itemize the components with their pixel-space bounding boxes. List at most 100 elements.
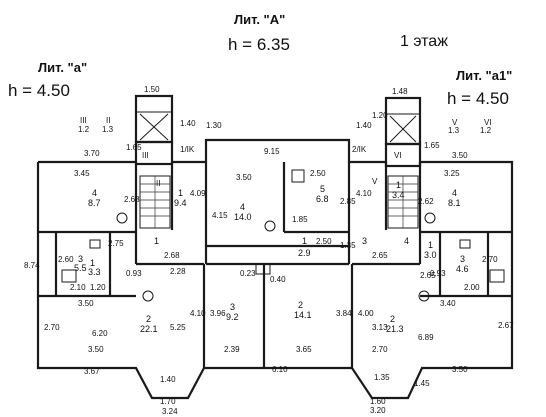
room-num: 2: [146, 314, 151, 324]
room-area: 2.9: [298, 248, 311, 258]
room-labels: 4 8.7 1 3 5.5 1 3.3 2 22.1 1 9.4 4 14.0 …: [74, 180, 469, 334]
dim: 2.00: [464, 283, 480, 292]
room-num: 3: [230, 302, 235, 312]
dim: 1.35: [374, 373, 390, 382]
dim: 1.30: [206, 121, 222, 130]
dimension-labels: 1.50 1.40 1.30 1.65 3.70 9.15 1.48 1.40 …: [24, 85, 514, 416]
room-area: 21.3: [386, 324, 404, 334]
dim: 2.70: [44, 323, 60, 332]
room-area: 6.8: [316, 194, 329, 204]
dim: 3.84: [336, 309, 352, 318]
dim: 3.50: [236, 173, 252, 182]
height-a-main: h = 6.35: [228, 35, 290, 54]
dim: 2.85: [340, 197, 356, 206]
room-num: 4: [452, 188, 457, 198]
right-tower: [384, 96, 422, 168]
room-area: 5.5: [74, 263, 87, 273]
dim: 2.50: [316, 237, 332, 246]
stair-label: VI: [394, 151, 402, 160]
dim: 8.74: [24, 261, 40, 270]
dim: 3.96: [210, 309, 226, 318]
dim: 1.48: [392, 87, 408, 96]
stair-label: 1/IK: [180, 145, 195, 154]
lit-a1-right-label: Лит. "а1": [456, 68, 512, 83]
right-stairs: [387, 175, 419, 229]
section-mark-ii-sub: 1.3: [102, 125, 114, 134]
room-area: 4.6: [456, 264, 469, 274]
room-area: 3.4: [392, 190, 405, 200]
room-num: 3: [78, 254, 83, 264]
dim: 2.70: [482, 255, 498, 264]
lit-a-main-label: Лит. "А": [234, 12, 285, 27]
fixtures: [61, 169, 505, 302]
room-area: 3.3: [88, 267, 101, 277]
dim: 1.40: [180, 119, 196, 128]
dim: 4.10: [190, 309, 206, 318]
stair-label: V: [372, 177, 378, 186]
room-num: 1: [178, 188, 183, 198]
room-num: 2: [390, 314, 395, 324]
room-num: 4: [92, 188, 97, 198]
dim: 9.15: [264, 147, 280, 156]
room-area: 8.1: [448, 198, 461, 208]
dim: 2.65: [372, 251, 388, 260]
outer-walls: [36, 138, 514, 400]
dim: 2.62: [418, 197, 434, 206]
dim: 3.50: [452, 151, 468, 160]
dim: 0.40: [270, 275, 286, 284]
dim: 5.25: [170, 323, 186, 332]
dim: 3.50: [452, 365, 468, 374]
dim: 3.24: [162, 407, 178, 416]
dim: 2.68: [164, 251, 180, 260]
dim: 2.10: [70, 283, 86, 292]
dim: 6.20: [92, 329, 108, 338]
dim: 2.50: [310, 169, 326, 178]
dim: 1.85: [292, 215, 308, 224]
room-num: 4: [404, 236, 409, 246]
section-mark-v: V: [452, 118, 458, 127]
dim: 3.13: [372, 323, 388, 332]
room-num: 1: [428, 240, 433, 250]
lit-a-left-label: Лит. "а": [38, 60, 87, 75]
dim: 3.25: [444, 169, 460, 178]
dim: 2.65: [420, 271, 436, 280]
section-mark-iii: III: [80, 116, 87, 125]
dim: 3.65: [296, 345, 312, 354]
room-area: 14.0: [234, 212, 252, 222]
left-tower: [134, 94, 174, 166]
room-area: 9.4: [174, 198, 187, 208]
section-mark-vi: VI: [484, 118, 492, 127]
dim: 1.20: [372, 111, 388, 120]
dim: 0.93: [430, 269, 446, 278]
dim: 4.00: [358, 309, 374, 318]
room-area: 9.2: [226, 312, 239, 322]
dim: 1.50: [144, 85, 160, 94]
stair-label: II: [156, 179, 160, 188]
section-mark-iii-sub: 1.2: [78, 125, 90, 134]
dim: 0.23: [240, 269, 256, 278]
dim: 4.09: [190, 189, 206, 198]
room-num: 1: [154, 236, 159, 246]
dim: 2.75: [108, 239, 124, 248]
dim: 1.35: [340, 241, 356, 250]
dim: 1.40: [160, 375, 176, 384]
dim: 2.39: [224, 345, 240, 354]
dim: 3.40: [440, 299, 456, 308]
dim: 2.60: [58, 255, 74, 264]
dim: 1.65: [424, 141, 440, 150]
dim: 3.50: [78, 299, 94, 308]
floor-label: 1 этаж: [400, 33, 448, 50]
room-num: 3: [362, 236, 367, 246]
room-num: 1: [90, 258, 95, 268]
room-num: 5: [320, 184, 325, 194]
dim: 3.45: [74, 169, 90, 178]
dim: 4.15: [212, 211, 228, 220]
left-stairs: [139, 175, 171, 229]
section-mark-v-sub: 1.3: [448, 126, 460, 135]
stair-labels: III II 1/IK 2/IK V VI: [142, 145, 402, 188]
dim: 6.10: [272, 365, 288, 374]
dim: 1.20: [90, 283, 106, 292]
section-mark-vi-sub: 1.2: [480, 126, 492, 135]
dim: 3.70: [84, 149, 100, 158]
dim: 1.45: [414, 379, 430, 388]
